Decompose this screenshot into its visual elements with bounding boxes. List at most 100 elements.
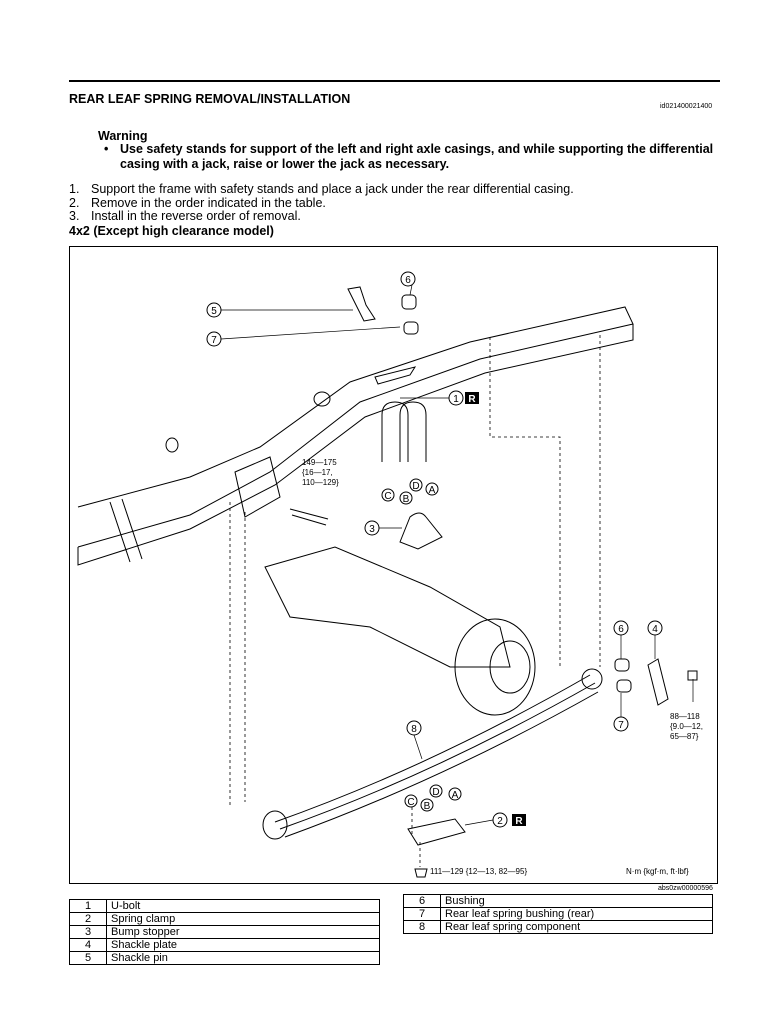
spring-eye-front <box>262 810 288 840</box>
letter-c: C <box>381 488 395 502</box>
callout-6: 6 <box>400 271 416 287</box>
svg-text:C: C <box>384 491 391 502</box>
axle-housing <box>264 546 511 668</box>
warning-heading: Warning <box>98 129 148 143</box>
torque-label: 110—129} <box>302 478 339 487</box>
diagram-svg: 1 2 3 4 5 6 7 8 6 7 C B D A C B D A R R … <box>77 271 703 878</box>
shackle-pin <box>347 286 376 322</box>
r-badge: R <box>465 392 479 405</box>
letter-b-lower: B <box>420 798 434 812</box>
callout-1: 1 <box>448 390 464 406</box>
svg-text:A: A <box>429 485 436 496</box>
figure-code: abs0zw00000596 <box>658 885 713 892</box>
svg-text:7: 7 <box>618 720 624 731</box>
spring-clamp <box>407 818 466 846</box>
svg-text:1: 1 <box>453 394 459 405</box>
letter-a: A <box>425 482 439 496</box>
nut <box>414 868 428 878</box>
leader-dashed <box>229 502 246 807</box>
letter-d: D <box>409 478 423 492</box>
svg-text:4: 4 <box>652 624 658 635</box>
section-subheading: 4x2 (Except high clearance model) <box>69 224 274 238</box>
step-item: 2.Remove in the order indicated in the t… <box>69 195 326 210</box>
shackle-plate <box>647 658 669 706</box>
step-item: 1.Support the frame with safety stands a… <box>69 182 574 196</box>
callout-2: 2 <box>492 812 508 828</box>
frame-hole <box>313 391 331 407</box>
svg-text:A: A <box>452 790 459 801</box>
bump-stopper <box>399 512 443 550</box>
exploded-diagram: 1 2 3 4 5 6 7 8 6 7 C B D A C B D A R R … <box>69 246 718 884</box>
torque-label: {9.0—12, <box>670 722 703 731</box>
svg-text:6: 6 <box>405 275 411 286</box>
callout-8: 8 <box>406 720 422 736</box>
frame-crossmember <box>109 498 143 563</box>
bushing-rear <box>614 658 630 672</box>
callout-7-rear: 7 <box>613 716 629 732</box>
svg-text:6: 6 <box>618 624 624 635</box>
svg-text:R: R <box>515 816 523 827</box>
document-id: id021400021400 <box>660 103 713 110</box>
svg-text:C: C <box>407 797 414 808</box>
frame-rail-lower <box>77 324 634 566</box>
bushing-rear-lower <box>616 679 632 693</box>
svg-text:2: 2 <box>497 816 503 827</box>
svg-text:R: R <box>468 394 476 405</box>
spring-eye-rear <box>581 668 603 690</box>
bushing-top <box>401 294 417 310</box>
callout-5: 5 <box>206 302 222 318</box>
torque-label: {16—17, <box>302 468 333 477</box>
leader-line <box>220 326 401 340</box>
u-bolt <box>381 401 409 462</box>
torque-label: 111—129 {12—13, 82—95} <box>430 867 527 876</box>
svg-text:D: D <box>412 481 419 492</box>
letter-d-lower: D <box>429 784 443 798</box>
svg-text:3: 3 <box>369 524 375 535</box>
leader-line <box>413 734 423 760</box>
header-rule <box>69 80 720 82</box>
svg-text:B: B <box>424 801 431 812</box>
leaf-spring <box>274 674 599 838</box>
leader-line <box>409 284 413 296</box>
frame-rail <box>77 306 634 548</box>
bolt <box>289 508 329 526</box>
letter-a-lower: A <box>448 787 462 801</box>
torque-label: 88—118 <box>670 712 700 721</box>
leader-dashed <box>411 807 421 867</box>
callout-7: 7 <box>206 331 222 347</box>
letter-c-lower: C <box>404 794 418 808</box>
letter-b: B <box>399 491 413 505</box>
callout-3: 3 <box>364 520 380 536</box>
warning-text: • Use safety stands for support of the l… <box>104 142 724 172</box>
callout-6-rear: 6 <box>613 620 629 636</box>
svg-text:B: B <box>403 494 410 505</box>
torque-label: 149—175 <box>302 458 337 467</box>
procedure-steps: 1.Support the frame with safety stands a… <box>69 182 574 224</box>
warning-body: Use safety stands for support of the lef… <box>120 142 714 171</box>
svg-text:8: 8 <box>411 724 417 735</box>
leader-line <box>464 819 494 826</box>
torque-label: 65—87} <box>670 732 699 741</box>
r-badge-lower: R <box>512 814 526 827</box>
svg-text:5: 5 <box>211 306 217 317</box>
shackle-nut <box>687 670 698 681</box>
brake-drum <box>454 618 536 716</box>
svg-text:D: D <box>432 787 439 798</box>
drum-hub <box>489 640 531 694</box>
bullet-icon: • <box>104 142 109 156</box>
spring-hanger-front <box>234 456 281 518</box>
page-title: REAR LEAF SPRING REMOVAL/INSTALLATION <box>69 92 351 106</box>
svg-text:7: 7 <box>211 335 217 346</box>
bump-cap <box>165 437 179 453</box>
bushing-bottom <box>403 321 419 335</box>
leader-dashed <box>489 337 561 667</box>
